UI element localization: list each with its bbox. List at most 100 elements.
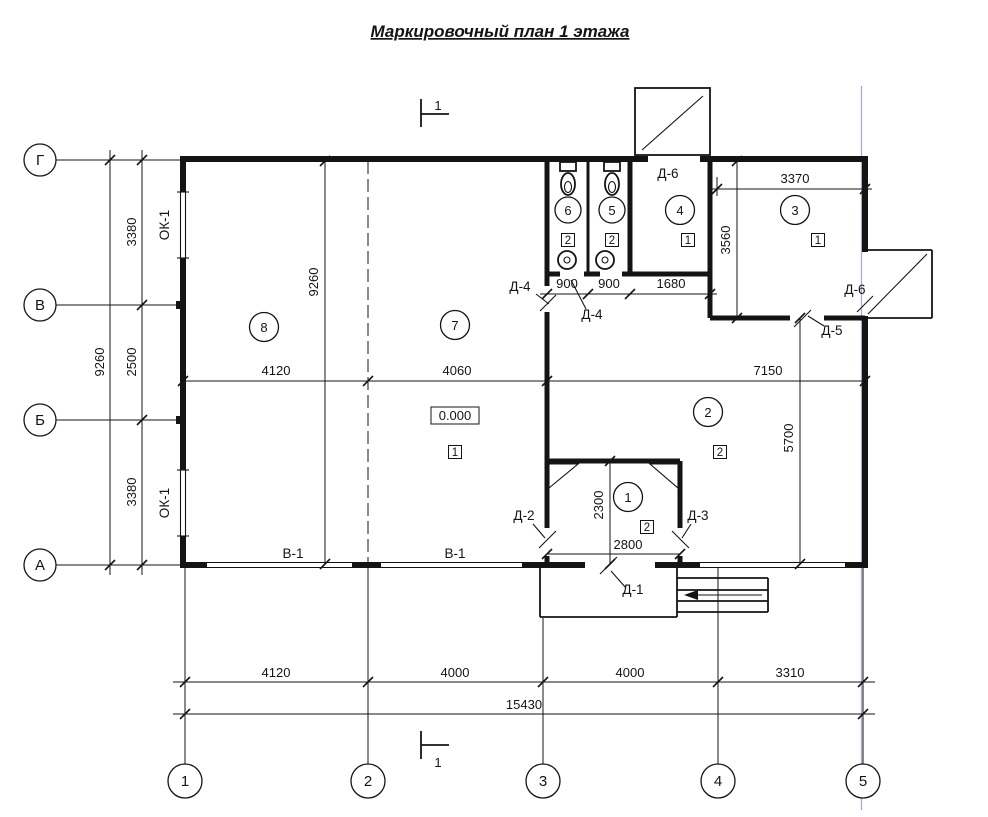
axis-col-1-label: 1 (181, 773, 189, 790)
dim-mid-2: 4060 (443, 363, 472, 378)
door-label-d5: Д-5 (821, 323, 842, 338)
floor-mark-room7-value: 1 (452, 447, 458, 459)
section-mark-bottom: 1 (420, 731, 449, 770)
room-8-number: 8 (260, 320, 267, 335)
room-tag-5: 5 (598, 196, 626, 224)
axis-marker-col-5: 5 (845, 763, 881, 799)
entrance-direction-arrow (684, 590, 698, 600)
floor-mark-room1: 2 (640, 520, 654, 534)
axis-col-3-label: 3 (539, 773, 547, 790)
floor-mark-room4: 1 (681, 233, 695, 247)
room-3-number: 3 (791, 203, 798, 218)
room-2-number: 2 (704, 405, 711, 420)
dim-bottom-4: 3310 (776, 665, 805, 680)
dim-room4-width: 1680 (657, 276, 686, 291)
window-ok1-lower (177, 469, 189, 537)
dim-wc-row: 900 900 1680 (540, 276, 717, 300)
room-1-number: 1 (624, 490, 631, 505)
dim-hall-height: 2300 (591, 455, 616, 570)
dim-wc-door-2: 900 (598, 276, 620, 291)
toilet-tank-icon (559, 161, 577, 172)
axis-row-b-label: Б (35, 412, 45, 429)
dim-wc-door-1: 900 (556, 276, 578, 291)
door-label-d1: Д-1 (622, 582, 643, 597)
door-label-d2: Д-2 (513, 508, 534, 523)
axis-grid-lines (56, 159, 864, 764)
dim-hall-width-label: 2800 (614, 537, 643, 552)
dim-left-segments: 3380 2500 3380 (124, 150, 148, 575)
dim-top-right-label: 3370 (781, 171, 810, 186)
dim-bottom-total: 15430 (173, 697, 875, 720)
floor-mark-room6: 2 (561, 233, 575, 247)
side-canopy (865, 249, 933, 319)
window-labels: ОК-1 ОК-1 В-1 В-1 (157, 210, 466, 561)
floor-mark-room5-value: 2 (609, 235, 615, 247)
washbasin-icon (557, 250, 577, 270)
room-tag-6: 6 (554, 196, 582, 224)
wc-stall-5-fixtures (595, 161, 621, 270)
window-label-v1-left: В-1 (282, 546, 303, 561)
dim-left-total: 9260 (92, 150, 116, 575)
toilet-tank-icon (603, 161, 621, 172)
room-5-number: 5 (608, 203, 615, 218)
wc-stall-6-fixtures (557, 161, 577, 270)
dim-hall-width: 2800 (541, 537, 686, 560)
window-label-ok1-lower: ОК-1 (157, 488, 172, 518)
room-tag-7: 7 (439, 309, 471, 341)
axis-row-a-label: А (35, 557, 45, 574)
dim-hall-height-label: 2300 (591, 491, 606, 520)
door-label-d6-right: Д-6 (844, 282, 865, 297)
dim-bottom-row: 4120 4000 4000 3310 (173, 665, 875, 688)
dim-left-seg-3: 3380 (124, 478, 139, 507)
axis-col-4-label: 4 (714, 773, 722, 790)
dim-bottom-2: 4000 (441, 665, 470, 680)
window-ok1-upper (177, 191, 189, 259)
room-6-number: 6 (564, 203, 571, 218)
dim-room3-height: 3560 (718, 155, 743, 324)
floor-mark-room7: 1 (448, 445, 462, 459)
axis-marker-col-4: 4 (700, 763, 736, 799)
toilet-bowl-icon (604, 172, 620, 196)
room-tag-2: 2 (692, 396, 724, 428)
axis-row-g-label: Г (36, 152, 44, 169)
floor-mark-room3: 1 (811, 233, 825, 247)
axis-marker-row-a: А (23, 548, 57, 582)
dim-room2-height: 5700 (781, 312, 806, 570)
axis-marker-row-v: В (23, 288, 57, 322)
dim-bottom-total-label: 15430 (506, 697, 542, 712)
room-tag-3: 3 (779, 194, 811, 226)
washbasin-icon (595, 250, 615, 270)
axis-marker-row-g: Г (23, 143, 57, 177)
floor-mark-room2-value: 2 (717, 447, 723, 459)
entrance-steps (677, 577, 769, 613)
section-mark-top-label: 1 (434, 98, 441, 113)
axis-marker-col-2: 2 (350, 763, 386, 799)
dim-left-seg-2: 2500 (124, 348, 139, 377)
dim-mid-row: 4120 4060 7150 (177, 363, 871, 387)
axis-marker-col-3: 3 (525, 763, 561, 799)
room-7-number: 7 (451, 318, 458, 333)
room-tag-1: 1 (612, 481, 644, 513)
floor-mark-room3-value: 1 (815, 235, 821, 247)
elevation-mark: 0.000 (430, 406, 480, 425)
dim-inner-height-label: 9260 (306, 268, 321, 297)
door-opening-marks (532, 279, 874, 589)
axis-col-2-label: 2 (364, 773, 372, 790)
floor-mark-room4-value: 1 (685, 235, 691, 247)
interior-walls (544, 159, 865, 568)
door-label-d4-left: Д-4 (509, 279, 531, 294)
elevation-mark-value: 0.000 (439, 408, 472, 423)
dim-top-right: 3370 (710, 171, 872, 196)
axis-row-v-label: В (35, 297, 45, 314)
dim-bottom-1: 4120 (262, 665, 291, 680)
floor-mark-room2: 2 (713, 445, 727, 459)
drawing-title: Маркировочный план 1 этажа (371, 22, 630, 41)
floor-mark-room5: 2 (605, 233, 619, 247)
axis-col-5-label: 5 (859, 773, 867, 790)
axis-marker-row-b: Б (23, 403, 57, 437)
toilet-bowl-icon (560, 172, 576, 196)
floor-mark-room1-value: 2 (644, 522, 650, 534)
dim-mid-1: 4120 (262, 363, 291, 378)
